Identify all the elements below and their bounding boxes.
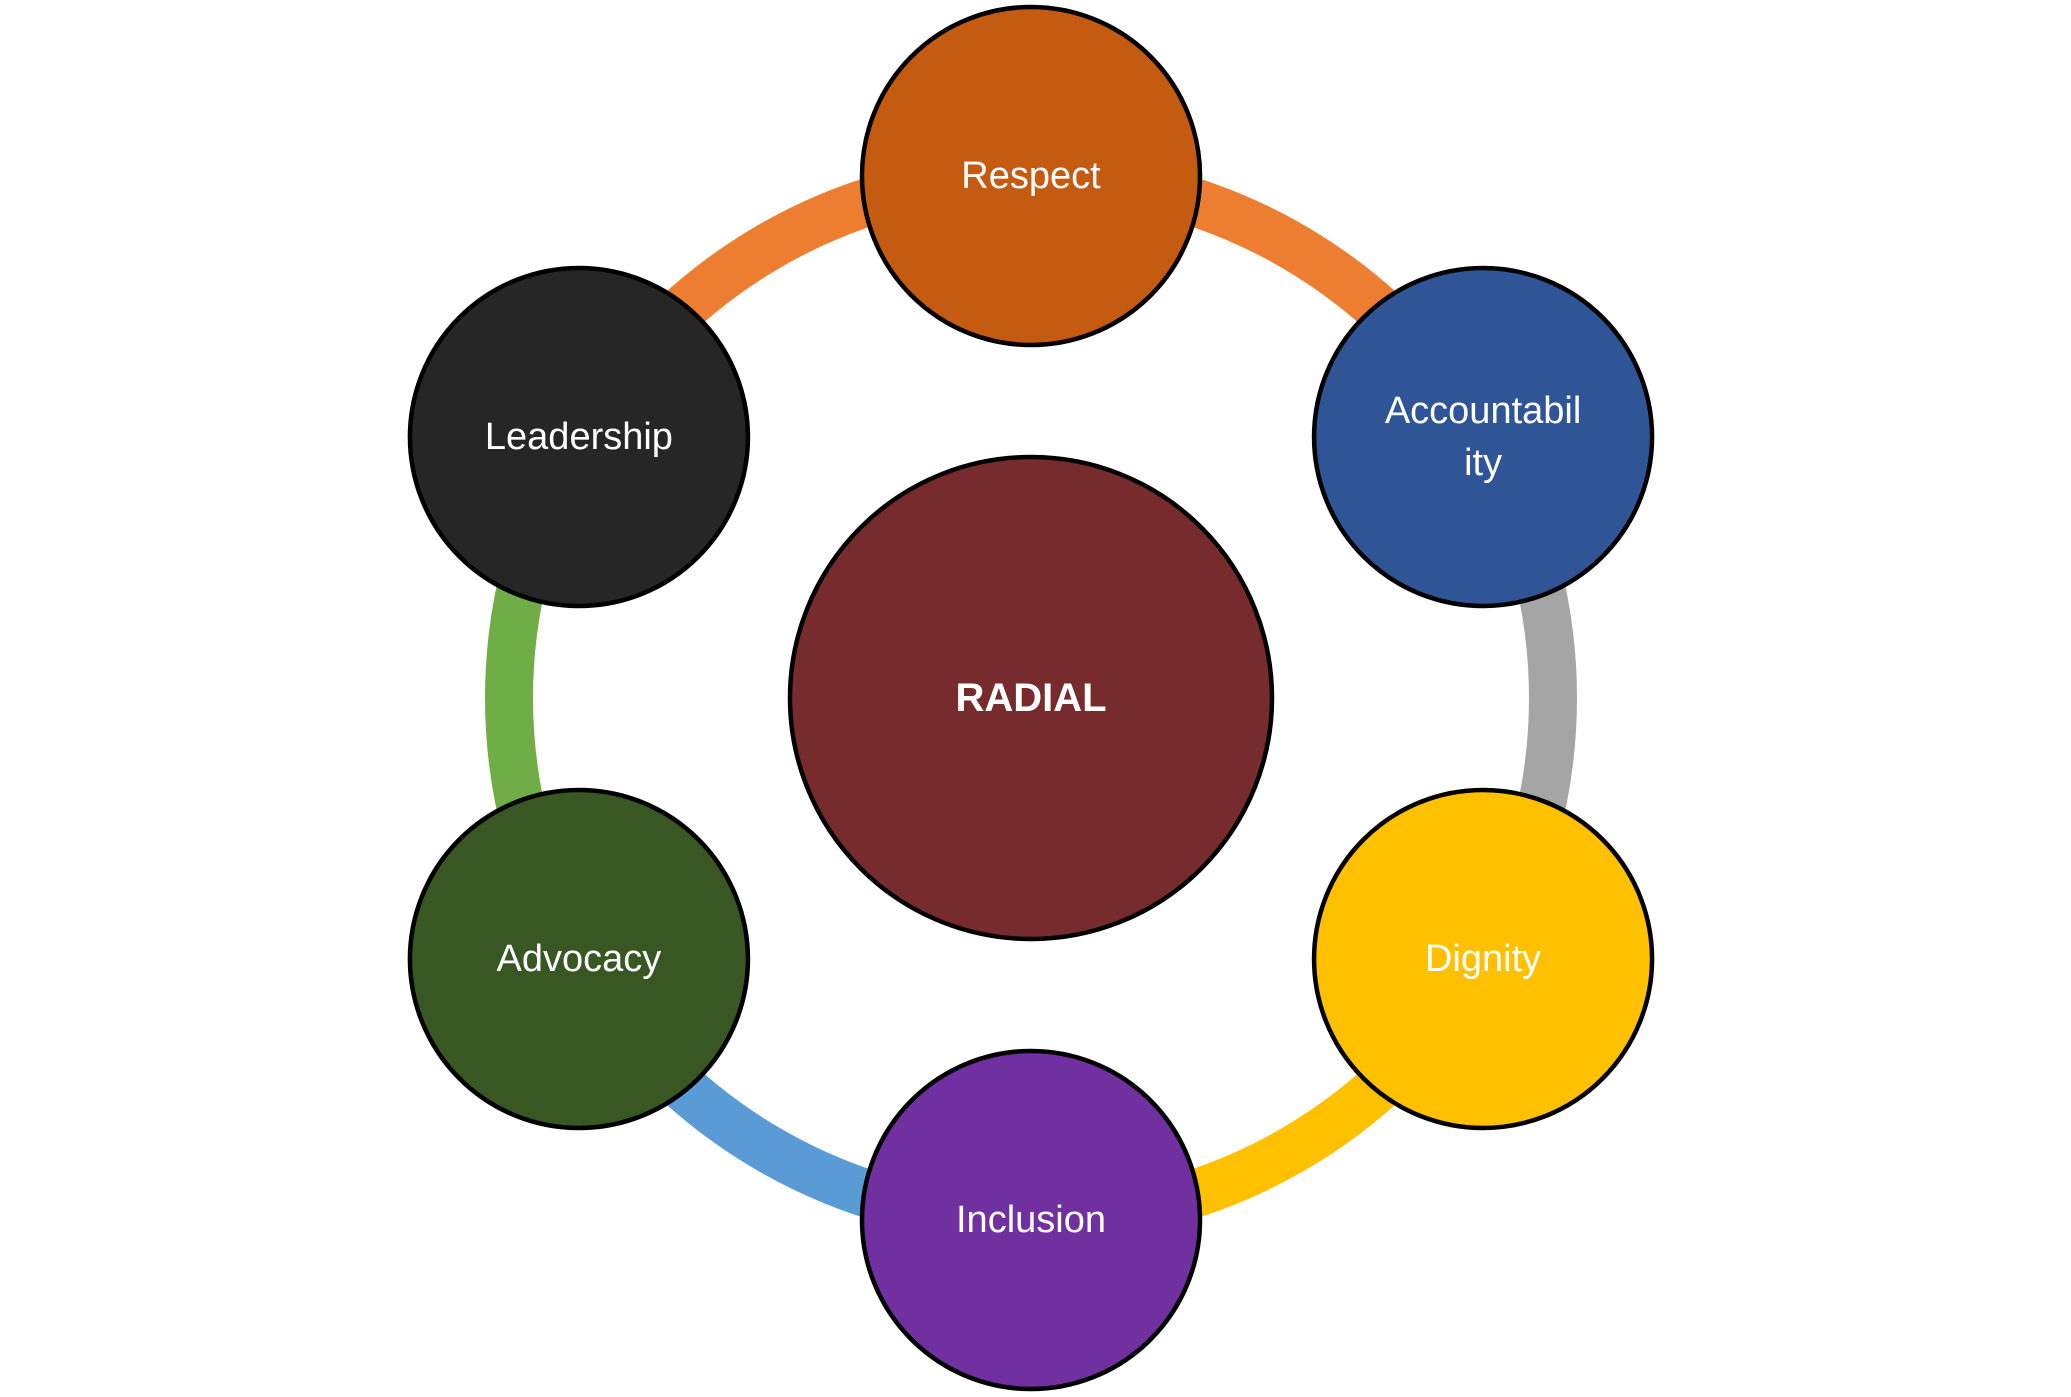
node-respect: Respect	[859, 4, 1203, 348]
node-circle-respect	[859, 4, 1203, 348]
node-circle-inclusion	[859, 1048, 1203, 1392]
node-dignity: Dignity	[1311, 787, 1655, 1131]
node-inclusion: Inclusion	[859, 1048, 1203, 1392]
node-label-respect: Respect	[961, 155, 1101, 197]
node-label-accountability: Accountabil	[1385, 390, 1581, 432]
node-circle-dignity	[1311, 787, 1655, 1131]
node-leadership: Leadership	[407, 265, 751, 609]
node-circle-leadership	[407, 265, 751, 609]
node-label-accountability: ity	[1464, 442, 1502, 484]
node-label-inclusion: Inclusion	[956, 1199, 1106, 1241]
node-label-dignity: Dignity	[1425, 938, 1541, 980]
node-advocacy: Advocacy	[407, 787, 751, 1131]
center-node: RADIAL	[787, 454, 1275, 942]
node-accountability: Accountabil ity	[1311, 265, 1655, 609]
node-circle-advocacy	[407, 787, 751, 1131]
node-label-advocacy: Advocacy	[497, 938, 662, 980]
center-circle	[787, 454, 1275, 942]
node-circle-accountability	[1311, 265, 1655, 609]
center-label: RADIAL	[955, 676, 1106, 720]
node-label-leadership: Leadership	[485, 416, 673, 458]
